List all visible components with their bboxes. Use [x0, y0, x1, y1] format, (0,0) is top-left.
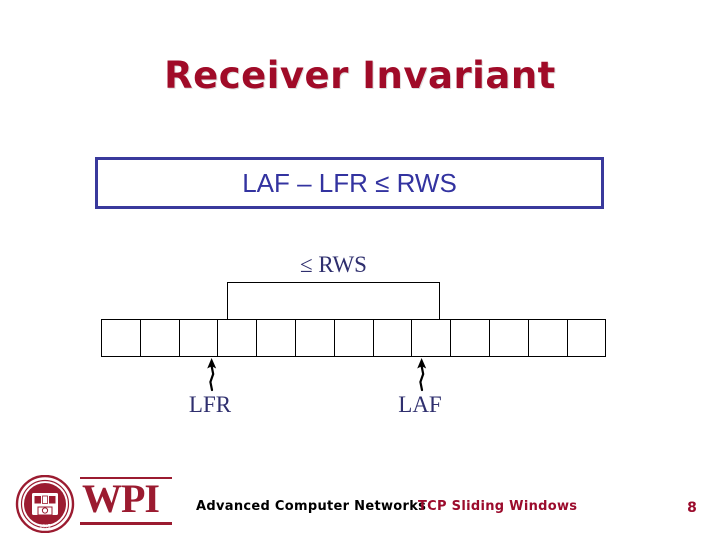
- sequence-cell: [451, 320, 490, 356]
- sequence-cell: [568, 320, 607, 356]
- sequence-cell: [529, 320, 568, 356]
- sequence-cell: [335, 320, 374, 356]
- lfr-label: LFR: [188, 392, 232, 417]
- invariant-box: LAF – LFR ≤ RWS: [95, 157, 604, 209]
- sequence-cell-strip: [101, 319, 607, 357]
- sequence-cell: [490, 320, 529, 356]
- receive-window-bracket: [227, 282, 440, 320]
- wpi-rule-bottom: [80, 522, 172, 525]
- sequence-cell: [412, 320, 452, 356]
- lfr-pointer-arrow: [207, 358, 217, 392]
- laf-pointer-arrow: [417, 358, 427, 392]
- page-number: 8: [687, 500, 697, 516]
- wpi-seal-icon: 1865: [15, 475, 75, 533]
- sequence-cell: [180, 320, 219, 356]
- sequence-cell: [218, 320, 258, 356]
- wpi-rule-top: [80, 477, 172, 479]
- wpi-logo: 1865 WPI: [14, 474, 174, 534]
- page-title: Receiver Invariant: [164, 54, 556, 97]
- laf-label: LAF: [398, 392, 442, 417]
- invariant-formula: LAF – LFR ≤ RWS: [242, 167, 457, 198]
- wpi-wordmark: WPI: [82, 476, 160, 521]
- rws-window-label: ≤ RWS: [300, 252, 367, 277]
- sequence-cell: [374, 320, 413, 356]
- footer-course-label: Advanced Computer Networks: [196, 499, 427, 514]
- svg-text:1865: 1865: [40, 524, 51, 530]
- sequence-cell: [257, 320, 296, 356]
- footer-topic-label: TCP Sliding Windows: [418, 499, 578, 514]
- sequence-cell: [296, 320, 335, 356]
- sequence-cell: [102, 320, 141, 356]
- sequence-cell: [141, 320, 180, 356]
